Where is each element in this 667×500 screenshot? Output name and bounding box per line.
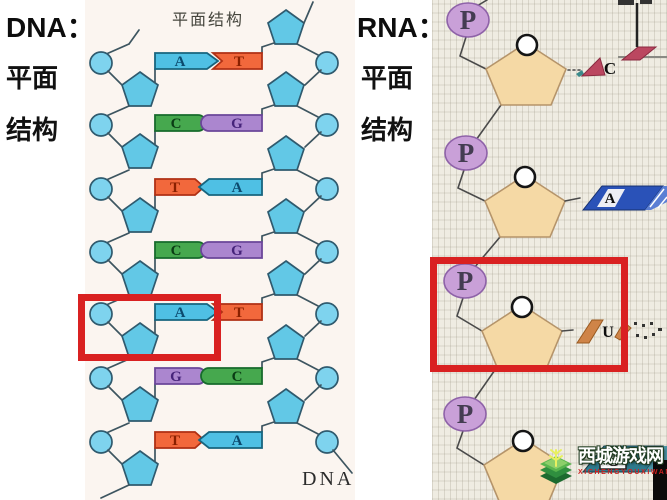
base-letter: C [171,243,182,259]
base-pair-row: C G [154,241,263,259]
base-letter-plate [599,450,627,470]
ribose-oxygen-ring [510,295,534,319]
rna-base-c-shape [580,57,606,77]
base-pair-row: C G [154,114,263,132]
pairing-dots [634,322,662,339]
base-pair-row: A T [154,52,263,70]
base-letter: A [175,305,186,321]
base-pair-row: T A [154,431,263,449]
base-letter: C [232,369,243,385]
ribose-oxygen-ring [513,165,537,189]
dna-diagram-heading: 平面结构 [172,12,245,29]
ribose-oxygen-ring [511,429,535,453]
rna-diagram-panel: P C P A P [432,0,667,500]
dna-highlight-box [78,294,221,361]
base-letter: T [234,54,244,70]
watermark-logo-icon [540,449,572,484]
base-pair-row: G C [154,367,263,385]
cutoff-mark [640,0,652,4]
phosphate-letter: P [458,138,475,168]
base-letter: A [175,54,186,70]
rna-base-g-hatch [645,446,667,472]
phosphate-letter: P [457,266,474,296]
rna-structure-drawing: P C P A P [443,0,667,500]
phosphate-letter: P [460,5,477,35]
rna-base-letter: C [604,59,616,78]
dna-diagram-footer: DNA [302,468,355,490]
rna-phosphate-circle [443,396,487,432]
ribose-oxygen-ring [515,33,539,57]
rna-ribose-pentagon [484,174,566,238]
partner-base-shape [620,46,658,61]
watermark: 西城游戏网 XICHENGYOUXIWANG [536,444,667,490]
rna-title: RNA： [357,12,446,43]
rna-base-letter: U [602,324,614,341]
base-letter: A [232,433,243,449]
base-letter: C [171,116,182,132]
base-letter: G [231,116,243,132]
corner-black-bar [653,460,667,500]
rna-phosphate-circle [446,2,490,38]
base-letter-plate [597,189,625,207]
rna-subtitle-line2: 结构 [361,116,414,145]
watermark-site-tagline: XICHENGYOUXIWANG [578,469,667,476]
base-letter: G [231,243,243,259]
dna-structure-drawing: A T C G T A C G [89,1,353,499]
dna-title: DNA： [6,12,95,43]
dna-subtitle-line1: 平面 [6,64,59,93]
rna-ribose-pentagon [485,42,567,106]
base-letter: T [234,305,244,321]
rna-base-letter: G [607,453,620,470]
base-letter: G [170,369,182,385]
dna-diagram-panel: A T C G T A C G [85,0,355,500]
base-letter: A [232,180,243,196]
phosphate-letter: P [457,399,474,429]
rna-phosphate-circle [444,135,488,171]
dna-subtitle-line2: 结构 [6,116,59,145]
watermark-site-name: 西城游戏网 [578,446,664,466]
base-letter: T [170,433,180,449]
rna-base-letter: A [605,191,616,207]
rna-highlight-box [430,257,628,372]
base-pair-row: T A [154,178,263,196]
base-letter: T [170,180,180,196]
pairing-mark [576,70,584,77]
rna-base-u-shape [576,319,604,344]
rna-subtitle-line1: 平面 [361,64,414,93]
cutoff-mark [618,0,634,5]
base-pair-row-highlighted: A T [154,303,263,321]
rna-phosphate-circle [443,263,487,299]
